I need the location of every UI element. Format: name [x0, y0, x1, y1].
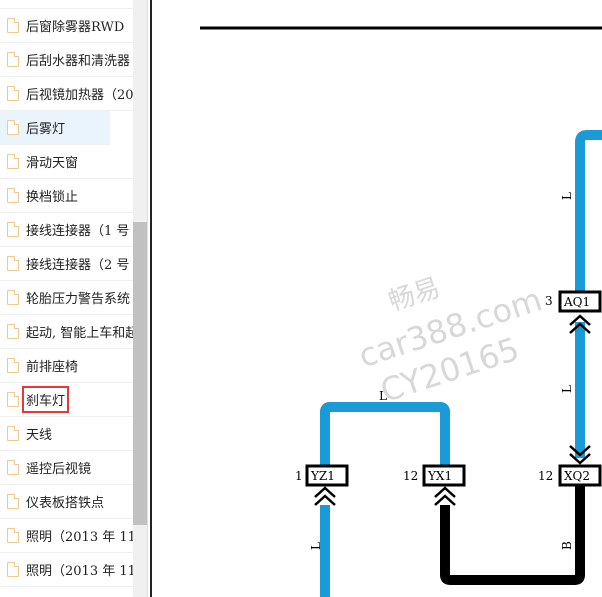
document-icon — [7, 290, 19, 305]
document-icon — [7, 426, 19, 441]
connector-yz1[interactable]: YZ1 1 — [295, 464, 349, 487]
tree-item[interactable]: 照明（2013 年 11 月 — [0, 519, 133, 553]
tree-item-label: 轮胎压力警告系统 — [26, 292, 131, 307]
wire-label: L — [379, 389, 387, 403]
tree-item[interactable] — [0, 0, 133, 9]
document-icon — [7, 494, 19, 509]
tree-item[interactable]: 照明（2013 年 11 月 — [0, 553, 133, 587]
sidebar-scrollbar-thumb[interactable] — [133, 222, 147, 525]
tree-item[interactable]: 后视镜加热器（2013 — [0, 77, 133, 111]
tree-item-label: 后视镜加热器（2013 — [26, 88, 133, 103]
document-icon — [7, 86, 19, 101]
tree-item-label: 后窗除雾器RWD — [26, 20, 125, 35]
svg-text:3: 3 — [545, 294, 553, 308]
tree-item-label: 仪表板搭铁点 — [26, 496, 105, 511]
tree-item[interactable]: 后雾灯 — [0, 111, 110, 145]
tree-item-label: 后刮水器和清洗器 — [26, 54, 131, 69]
tree-item-label: 天线 — [26, 428, 53, 443]
tree-item-label: 前排座椅 — [26, 360, 79, 375]
document-icon — [7, 120, 19, 135]
wire-label: B — [560, 541, 574, 550]
document-icon — [7, 222, 19, 237]
pane-divider[interactable] — [147, 0, 152, 597]
wire-blue-loop — [320, 402, 450, 597]
tree-item[interactable]: 接线连接器（2 号 C — [0, 247, 133, 281]
svg-text:12: 12 — [538, 469, 553, 483]
tree-item[interactable]: 刹车灯 — [0, 383, 133, 417]
wire-label: L — [560, 385, 574, 393]
document-icon — [7, 460, 19, 475]
document-icon — [7, 562, 19, 577]
tree-item[interactable]: 天线 — [0, 417, 133, 451]
document-icon — [7, 18, 19, 33]
wire-label: L — [309, 542, 323, 550]
connector-arrows — [314, 314, 591, 506]
connector-aq1[interactable]: AQ1 3 — [545, 290, 602, 313]
tree-item-label: 刹车灯 — [21, 386, 70, 413]
document-icon — [7, 392, 19, 407]
document-icon — [7, 358, 19, 373]
tree-item-label: 照明（2013 年 11 月 — [26, 564, 133, 579]
diagram-border — [150, 0, 152, 597]
tree-item[interactable]: 接线连接器（1 号 C — [0, 213, 133, 247]
document-icon — [7, 52, 19, 67]
tree-item[interactable]: 换档锁止 — [0, 179, 133, 213]
watermark: 畅易 car388.com CY20165 — [354, 273, 546, 410]
tree-item[interactable]: 前排座椅 — [0, 349, 133, 383]
tree-item-label: 起动, 智能上车和起 — [26, 326, 133, 341]
document-icon — [7, 256, 19, 271]
svg-text:XQ2: XQ2 — [564, 469, 590, 483]
connector-xq2[interactable]: XQ2 12 — [538, 464, 602, 487]
tree-item-label: 照明（2013 年 11 月 — [26, 530, 133, 545]
tree-item[interactable]: 仪表板搭铁点 — [0, 485, 133, 519]
tree-item[interactable]: 后刮水器和清洗器 — [0, 43, 133, 77]
connector-yx1[interactable]: YX1 12 — [403, 464, 466, 487]
document-icon — [7, 324, 19, 339]
svg-text:AQ1: AQ1 — [563, 295, 590, 309]
svg-text:YX1: YX1 — [427, 469, 452, 483]
tree-item-label: 接线连接器（2 号 C — [26, 258, 133, 273]
wire-label: L — [560, 192, 574, 200]
tree-item[interactable]: 滑动天窗 — [0, 145, 133, 179]
svg-text:12: 12 — [403, 469, 418, 483]
tree-item-label: 换档锁止 — [26, 190, 79, 205]
tree-item-label: 滑动天窗 — [26, 156, 79, 171]
tree-item[interactable]: 后窗除雾器RWD — [0, 9, 133, 43]
document-icon — [7, 528, 19, 543]
tree-item-label: 接线连接器（1 号 C — [26, 224, 133, 239]
document-icon — [7, 188, 19, 203]
wiring-diagram: 畅易 car388.com CY20165 AQ1 3 XQ2 12 YZ1 1 — [200, 26, 602, 597]
document-icon — [7, 154, 19, 169]
tree-item[interactable]: 遥控后视镜 — [0, 451, 133, 485]
tree-item[interactable]: 起动, 智能上车和起 — [0, 315, 133, 349]
wire-black-xq2-yx1 — [440, 486, 585, 585]
tree-item[interactable]: 轮胎压力警告系统 — [0, 281, 133, 315]
tree-item-label: 遥控后视镜 — [26, 462, 92, 477]
svg-text:畅易: 畅易 — [385, 273, 444, 318]
tree-item-label: 后雾灯 — [26, 122, 66, 137]
wire-blue-top — [575, 130, 602, 292]
svg-text:1: 1 — [295, 469, 303, 483]
svg-text:YZ1: YZ1 — [310, 469, 335, 483]
